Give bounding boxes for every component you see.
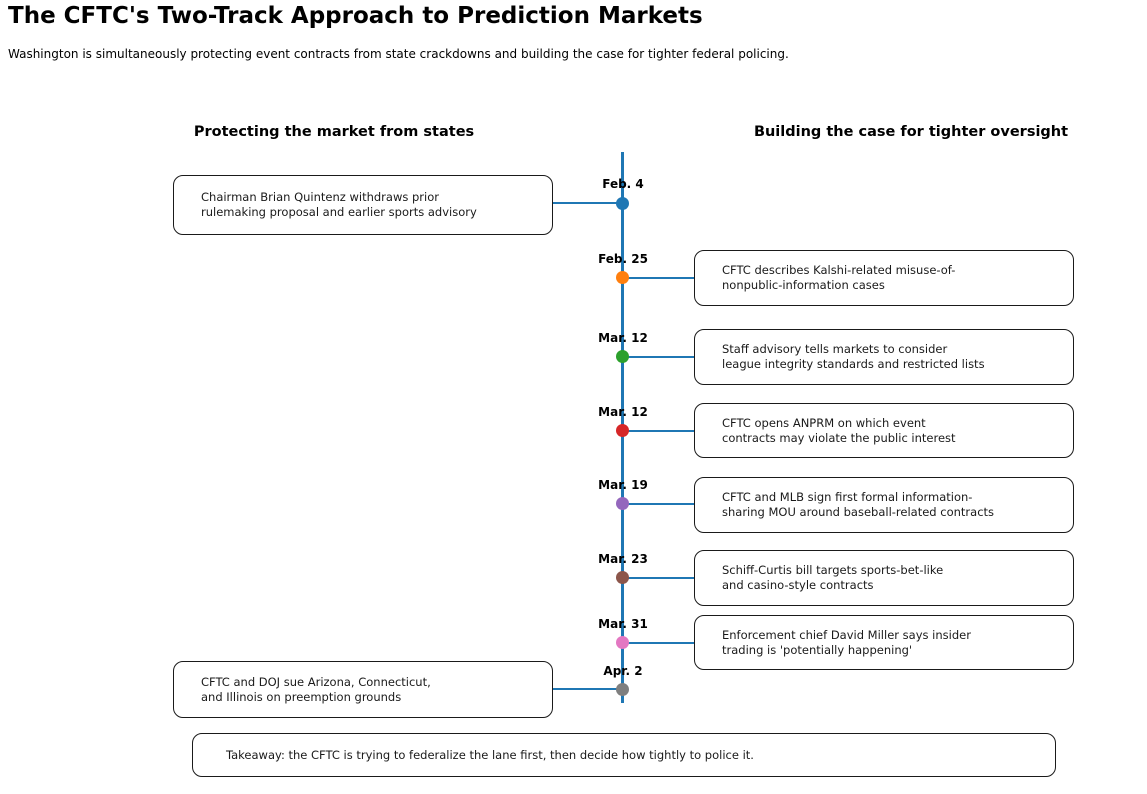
event-date: Mar. 23 <box>598 552 648 566</box>
event-card: CFTC opens ANPRM on which event contract… <box>694 403 1074 458</box>
event-date: Feb. 25 <box>598 252 648 266</box>
event-card: Enforcement chief David Miller says insi… <box>694 615 1074 670</box>
event-text: Staff advisory tells markets to consider… <box>722 342 985 371</box>
column-header-right: Building the case for tighter oversight <box>753 124 1069 140</box>
event-connector-line <box>623 503 697 505</box>
page-subtitle: Washington is simultaneously protecting … <box>8 47 789 61</box>
event-date: Apr. 2 <box>603 664 643 678</box>
event-connector-line <box>623 577 697 579</box>
event-text: CFTC describes Kalshi-related misuse-of-… <box>722 263 956 292</box>
event-dot <box>616 683 629 696</box>
takeaway-card: Takeaway: the CFTC is trying to federali… <box>192 733 1056 777</box>
event-card: Chairman Brian Quintenz withdraws prior … <box>173 175 553 235</box>
event-dot <box>616 497 629 510</box>
event-connector-line <box>548 688 624 690</box>
event-connector-line <box>623 642 697 644</box>
event-dot <box>616 197 629 210</box>
event-card: Schiff-Curtis bill targets sports-bet-li… <box>694 550 1074 606</box>
event-date: Mar. 31 <box>598 617 648 631</box>
event-connector-line <box>623 356 697 358</box>
event-connector-line <box>623 430 697 432</box>
event-dot <box>616 350 629 363</box>
event-text: Enforcement chief David Miller says insi… <box>722 627 971 657</box>
event-text: CFTC and MLB sign first formal informati… <box>722 490 995 519</box>
event-dot <box>616 636 629 649</box>
event-date: Feb. 4 <box>602 177 644 191</box>
event-dot <box>616 424 629 437</box>
event-card: CFTC and MLB sign first formal informati… <box>694 477 1074 533</box>
column-header-left: Protecting the market from states <box>193 124 475 140</box>
event-card: Staff advisory tells markets to consider… <box>694 329 1074 385</box>
event-card: CFTC describes Kalshi-related misuse-of-… <box>694 250 1074 306</box>
event-connector-line <box>623 277 697 279</box>
event-text: CFTC opens ANPRM on which event contract… <box>722 415 956 445</box>
event-text: Chairman Brian Quintenz withdraws prior … <box>201 190 477 219</box>
event-date: Mar. 12 <box>598 405 648 419</box>
event-date: Mar. 12 <box>598 331 648 345</box>
event-text: Schiff-Curtis bill targets sports-bet-li… <box>722 563 944 592</box>
event-dot <box>616 571 629 584</box>
page-title: The CFTC's Two-Track Approach to Predict… <box>8 3 703 29</box>
event-card: CFTC and DOJ sue Arizona, Connecticut, a… <box>173 661 553 718</box>
takeaway-text: Takeaway: the CFTC is trying to federali… <box>226 748 754 762</box>
event-date: Mar. 19 <box>598 478 648 492</box>
event-connector-line <box>548 202 624 204</box>
event-dot <box>616 271 629 284</box>
event-text: CFTC and DOJ sue Arizona, Connecticut, a… <box>201 674 431 704</box>
